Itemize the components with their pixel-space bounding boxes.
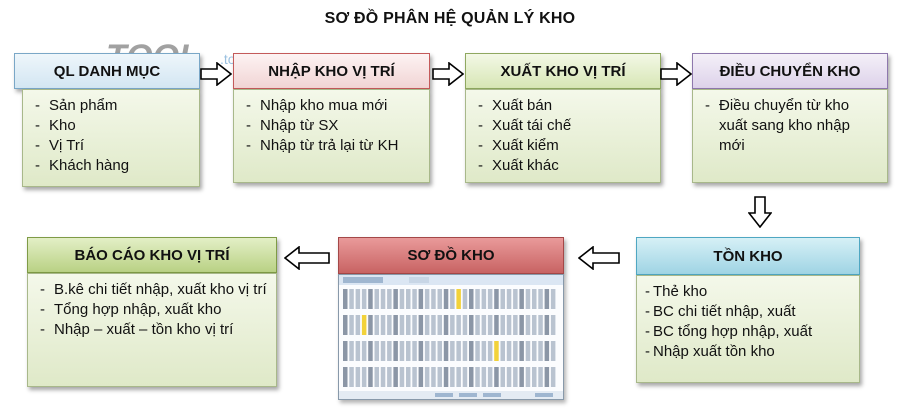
list-item: Vị Trí — [33, 136, 191, 156]
warehouse-map-thumbnail — [338, 274, 564, 400]
ton-kho-header: TỒN KHO — [636, 237, 860, 275]
arrow-right-icon — [660, 62, 692, 86]
ton-kho-title: TỒN KHO — [713, 247, 783, 265]
xuat-kho-body: Xuất bán Xuất tái chế Xuất kiểm Xuất khá… — [465, 89, 661, 183]
so-do-kho-title: SƠ ĐỒ KHO — [407, 247, 495, 264]
arrow-left-icon — [284, 246, 330, 270]
diagram-title: SƠ ĐỒ PHÂN HỆ QUẢN LÝ KHO — [324, 10, 576, 27]
ql-danh-muc-body: Sản phẩm Kho Vị Trí Khách hàng — [22, 89, 200, 187]
list-item: Xuất kiểm — [476, 136, 652, 156]
list-item: Xuất bán — [476, 96, 652, 116]
ql-danh-muc-list: Sản phẩm Kho Vị Trí Khách hàng — [33, 96, 191, 176]
list-item: Tổng hợp nhập, xuất kho — [38, 300, 268, 320]
list-item: BC chi tiết nhập, xuất — [643, 302, 851, 322]
ql-danh-muc-header: QL DANH MỤC — [14, 53, 200, 89]
arrow-down-icon — [748, 196, 772, 228]
list-item: Kho — [33, 116, 191, 136]
list-item: Nhập – xuất – tồn kho vị trí — [38, 320, 268, 340]
dieu-chuyen-header: ĐIỀU CHUYỂN KHO — [692, 53, 888, 89]
list-item: Nhập từ trả lại từ KH — [244, 136, 421, 156]
arrow-right-icon — [200, 62, 232, 86]
list-item: B.kê chi tiết nhập, xuất kho vị trí — [38, 280, 268, 300]
xuat-kho-list: Xuất bán Xuất tái chế Xuất kiểm Xuất khá… — [476, 96, 652, 176]
list-item: Khách hàng — [33, 156, 191, 176]
nhap-kho-list: Nhập kho mua mới Nhập từ SX Nhập từ trả … — [244, 96, 421, 156]
ton-kho-body: Thẻ kho BC chi tiết nhập, xuất BC tổng h… — [636, 275, 860, 383]
arrow-left-icon — [578, 246, 620, 270]
bao-cao-header: BÁO CÁO KHO VỊ TRÍ — [27, 237, 277, 273]
dieu-chuyen-body: Điều chuyển từ kho xuất sang kho nhập mớ… — [692, 89, 888, 183]
warehouse-grid-image — [339, 275, 563, 399]
xuat-kho-header: XUẤT KHO VỊ TRÍ — [465, 53, 661, 89]
bao-cao-list: B.kê chi tiết nhập, xuất kho vị trí Tổng… — [38, 280, 268, 340]
list-item: Nhập xuất tồn kho — [643, 342, 851, 362]
list-item: Thẻ kho — [643, 282, 851, 302]
list-item: Xuất khác — [476, 156, 652, 176]
nhap-kho-body: Nhập kho mua mới Nhập từ SX Nhập từ trả … — [233, 89, 430, 183]
dieu-chuyen-title: ĐIỀU CHUYỂN KHO — [719, 62, 861, 80]
arrow-right-icon — [432, 62, 464, 86]
bao-cao-title: BÁO CÁO KHO VỊ TRÍ — [74, 246, 230, 264]
xuat-kho-title: XUẤT KHO VỊ TRÍ — [500, 62, 626, 80]
so-do-kho-header: SƠ ĐỒ KHO — [338, 237, 564, 274]
list-item: Sản phẩm — [33, 96, 191, 116]
list-item: Nhập từ SX — [244, 116, 421, 136]
list-item: BC tổng hợp nhập, xuất — [643, 322, 851, 342]
nhap-kho-header: NHẬP KHO VỊ TRÍ — [233, 53, 430, 89]
bao-cao-body: B.kê chi tiết nhập, xuất kho vị trí Tổng… — [27, 273, 277, 387]
list-item: Nhập kho mua mới — [244, 96, 421, 116]
dieu-chuyen-list: Điều chuyển từ kho xuất sang kho nhập mớ… — [703, 96, 879, 156]
nhap-kho-title: NHẬP KHO VỊ TRÍ — [268, 62, 395, 80]
ton-kho-list: Thẻ kho BC chi tiết nhập, xuất BC tổng h… — [643, 282, 851, 362]
ql-danh-muc-title: QL DANH MỤC — [53, 62, 161, 80]
list-item: Xuất tái chế — [476, 116, 652, 136]
list-item: Điều chuyển từ kho xuất sang kho nhập mớ… — [703, 96, 879, 156]
